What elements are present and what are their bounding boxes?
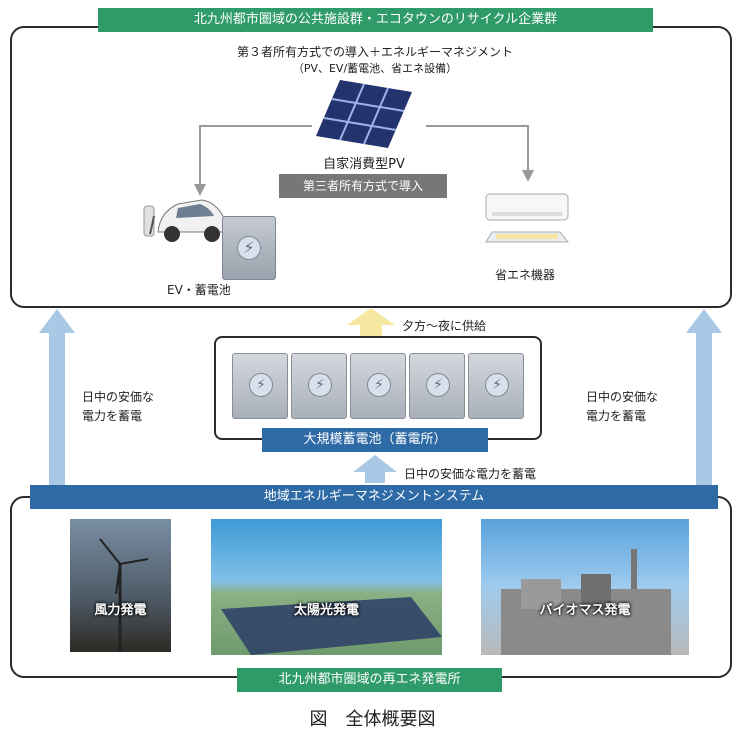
appliance-label: 省エネ機器: [495, 268, 556, 282]
right-arrow-label: 日中の安価な 電力を蓄電: [586, 390, 659, 423]
supply-up-arrow: [347, 308, 395, 336]
battery-unit: ⚡: [468, 353, 524, 419]
ev-car-icon: [143, 199, 227, 242]
top-header-bar: 北九州都市圏域の公共施設群・エコタウンのリサイクル企業群: [98, 8, 653, 32]
flow-arrows: [194, 125, 534, 196]
third-party-badge: 第三者所有方式で導入: [279, 174, 447, 198]
footer-bar: 北九州都市圏域の再エネ発電所: [237, 668, 502, 692]
air-conditioner-icon: [485, 193, 570, 243]
biomass-photo: バイオマス発電: [481, 519, 689, 655]
wind-label: 風力発電: [94, 603, 147, 618]
wind-photo: 風力発電: [70, 519, 171, 652]
charge-label: 日中の安価な電力を蓄電: [404, 467, 537, 481]
supply-label: 夕方～夜に供給: [402, 319, 487, 333]
solar-photo: 太陽光発電: [211, 519, 442, 655]
charge-up-arrow: [353, 455, 397, 483]
battery-unit: ⚡: [291, 353, 347, 419]
ems-bar: 地域エネルギーマネジメントシステム: [30, 485, 718, 509]
solar-label: 太陽光発電: [293, 603, 359, 618]
wind-turbine-icon: [99, 538, 149, 652]
solar-farm-icon: [221, 597, 442, 655]
left-up-arrow: [39, 309, 75, 485]
pv-label: 自家消費型PV: [323, 157, 405, 172]
battery-row: ⚡ ⚡ ⚡ ⚡ ⚡: [232, 353, 524, 419]
right-up-arrow: [686, 309, 722, 485]
storage-battery-icon: ⚡: [222, 216, 276, 280]
subtitle: 第３者所有方式での導入＋エネルギーマネジメント: [236, 45, 513, 59]
battery-unit: ⚡: [409, 353, 465, 419]
ev-battery-label: EV・蓄電池: [167, 283, 231, 297]
solar-panel-icon: [316, 80, 412, 148]
power-plant-icon: [501, 549, 671, 655]
storage-label-bar: 大規模蓄電池（蓄電所）: [262, 428, 488, 452]
biomass-label: バイオマス発電: [539, 603, 631, 618]
top-panel: [10, 26, 732, 308]
left-arrow-label: 日中の安価な 電力を蓄電: [82, 390, 155, 423]
battery-unit: ⚡: [350, 353, 406, 419]
battery-unit: ⚡: [232, 353, 288, 419]
subtitle-detail: （PV、EV/蓄電池、省エネ設備）: [292, 62, 458, 75]
figure-caption: 図 全体概要図: [309, 709, 436, 730]
